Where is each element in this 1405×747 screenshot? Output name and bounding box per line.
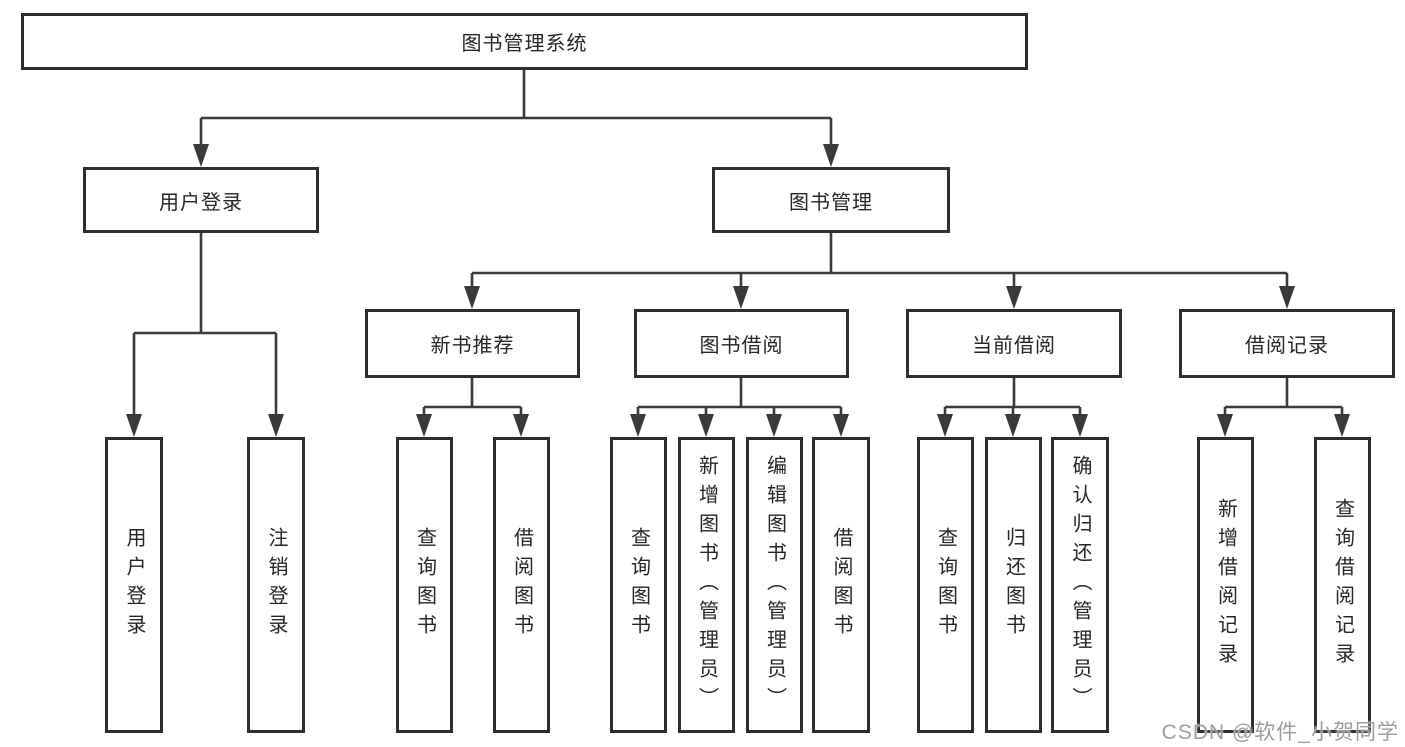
arrow-down-icon [733, 286, 749, 309]
leaf-label: 确认归还（管理员） [1069, 454, 1091, 716]
node-leaf-return-book: 归还图书 [985, 437, 1042, 733]
arrow-down-icon [823, 144, 839, 167]
arrow-down-icon [416, 414, 432, 437]
arrowhead-icons [126, 144, 1350, 437]
arrow-down-icon [193, 144, 209, 167]
node-user-login-module: 用户登录 [83, 167, 319, 233]
leaf-label: 注销登录 [265, 527, 287, 643]
node-leaf-borrow-books-recommend: 借阅图书 [493, 437, 550, 733]
connector-borrow-record-split [1223, 378, 1344, 416]
node-book-management-module: 图书管理 [712, 167, 950, 233]
connector-new-book-split [422, 378, 523, 416]
connector-book-management-split [470, 233, 1289, 288]
leaf-label: 借阅图书 [830, 527, 852, 643]
arrow-down-icon [513, 414, 529, 437]
leaf-label: 借阅图书 [510, 527, 533, 643]
leaf-label: 查询图书 [627, 527, 650, 643]
node-book-borrow: 图书借阅 [634, 309, 849, 378]
node-leaf-query-books-recommend: 查询图书 [396, 437, 453, 733]
node-borrow-record: 借阅记录 [1179, 309, 1395, 378]
leaf-label: 归还图书 [1002, 527, 1025, 643]
node-leaf-query-books-current: 查询图书 [917, 437, 974, 733]
csdn-watermark: CSDN @软件_小贺同学 [1161, 721, 1399, 744]
node-leaf-borrow-books: 借阅图书 [812, 437, 870, 733]
node-current-borrow: 当前借阅 [906, 309, 1122, 378]
connector-book-borrow-split [636, 378, 843, 416]
connector-user-login-split [132, 233, 278, 416]
leaf-label: 编辑图书（管理员） [763, 454, 786, 716]
leaf-label: 查询借阅记录 [1331, 498, 1354, 672]
node-leaf-edit-book-admin: 编辑图书（管理员） [746, 437, 803, 733]
arrow-down-icon [268, 414, 284, 437]
arrow-down-icon [1006, 286, 1022, 309]
node-leaf-query-books-borrow: 查询图书 [610, 437, 667, 733]
node-new-book-recommend: 新书推荐 [365, 309, 580, 378]
arrow-down-icon [937, 414, 953, 437]
arrow-down-icon [1279, 286, 1295, 309]
node-leaf-query-borrow-record: 查询借阅记录 [1314, 437, 1371, 733]
arrow-down-icon [630, 414, 646, 437]
node-leaf-add-book-admin: 新增图书（管理员） [678, 437, 735, 733]
connector-current-borrow-split [943, 378, 1082, 416]
node-leaf-add-borrow-record: 新增借阅记录 [1197, 437, 1254, 733]
node-root-library-management-system: 图书管理系统 [21, 13, 1028, 70]
leaf-label: 新增图书（管理员） [695, 454, 718, 716]
arrow-down-icon [1334, 414, 1350, 437]
leaf-label: 查询图书 [934, 527, 957, 643]
arrow-down-icon [126, 414, 142, 437]
arrow-down-icon [1005, 414, 1021, 437]
arrow-down-icon [464, 286, 480, 309]
arrow-down-icon [1217, 414, 1233, 437]
leaf-label: 用户登录 [123, 527, 145, 643]
arrow-down-icon [833, 414, 849, 437]
connector-root-split [199, 70, 833, 146]
node-leaf-logout: 注销登录 [247, 437, 305, 733]
node-leaf-confirm-return-admin: 确认归还（管理员） [1051, 437, 1109, 733]
arrow-down-icon [1072, 414, 1088, 437]
node-leaf-user-login: 用户登录 [105, 437, 163, 733]
arrow-down-icon [766, 414, 782, 437]
leaf-label: 新增借阅记录 [1214, 498, 1237, 672]
leaf-label: 查询图书 [413, 527, 436, 643]
arrow-down-icon [698, 414, 714, 437]
